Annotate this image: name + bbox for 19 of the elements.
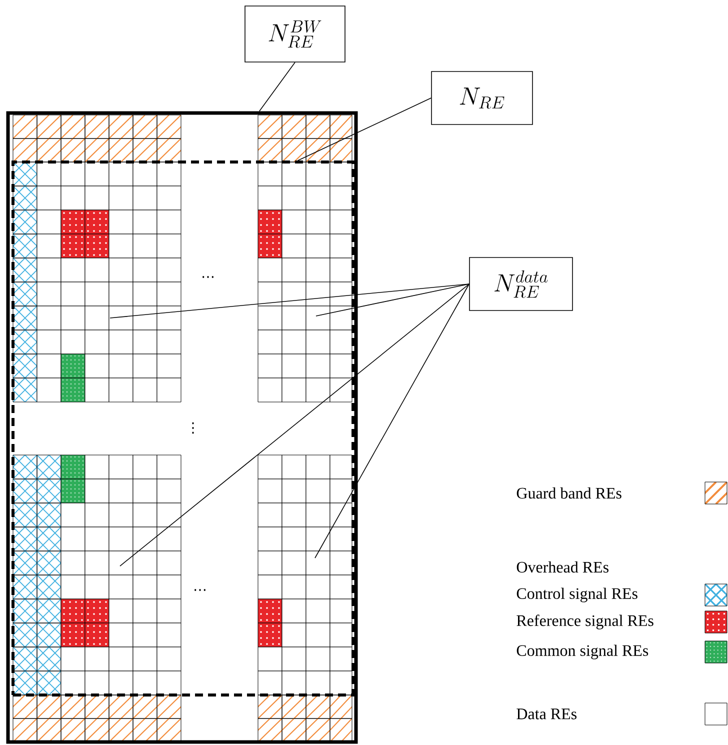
ellipsis: … xyxy=(202,276,214,278)
legend-label: Common signal REs xyxy=(516,644,648,660)
leader-line xyxy=(298,98,432,161)
leader-line xyxy=(314,284,470,558)
legend-label: Guard band REs xyxy=(516,487,622,499)
formula-box: $N_{RE}^{data}$ xyxy=(469,257,573,311)
leader-line xyxy=(120,284,470,566)
legend-label: Data REs xyxy=(516,708,576,720)
legend-heading: Overhead REs xyxy=(516,561,608,573)
leader-line xyxy=(258,62,296,112)
ellipsis: … xyxy=(194,589,206,591)
formula-box: $N_{RE}^{BW}$ xyxy=(244,6,346,62)
dashed-region xyxy=(12,160,354,696)
formula-box: $N_{RE}$ xyxy=(431,71,533,125)
vertical-ellipsis: ⋮ xyxy=(192,422,194,434)
legend-label: Reference signal REs xyxy=(516,614,654,630)
leader-line xyxy=(110,284,470,318)
legend-label: Control signal REs xyxy=(516,588,638,602)
leader-line xyxy=(316,284,470,316)
